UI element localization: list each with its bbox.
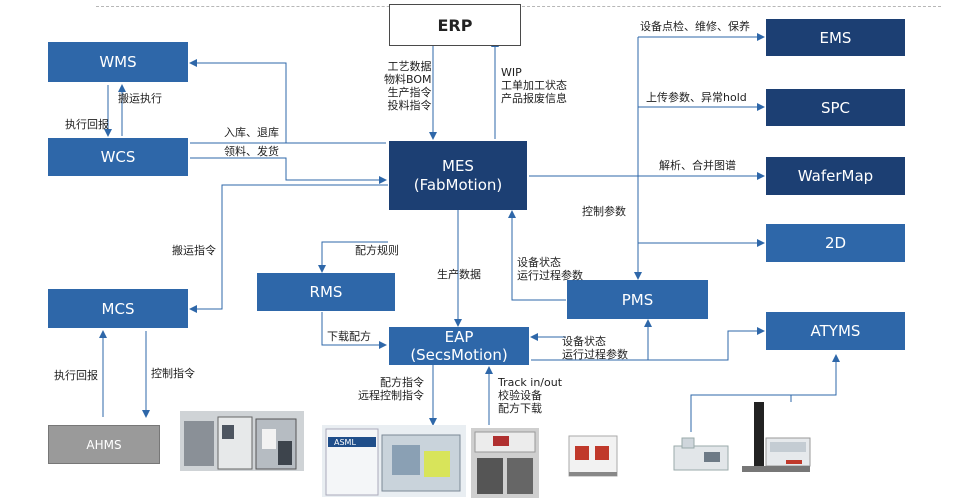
equipment-photo-asml: ASML [322, 425, 466, 497]
label-line: 配方指令 [380, 376, 424, 389]
label-line: 工艺数据 [387, 60, 432, 73]
spc-box: SPC [766, 89, 905, 126]
label-rms-eap: 下载配方 [327, 330, 371, 343]
rms-box: RMS [257, 273, 395, 311]
label-mes-ems: 设备点检、维修、保养 [640, 20, 750, 33]
pms-box: PMS [567, 280, 708, 319]
label-line: 生产指令 [387, 86, 432, 99]
label-line: 设备状态 [517, 256, 561, 269]
ahms-label: AHMS [86, 437, 122, 452]
erp-box: ERP [389, 4, 521, 46]
label-line: Track in/out [498, 376, 563, 389]
equipment-photo-stocker [736, 402, 814, 478]
equipment-photo-handling [180, 411, 304, 471]
equipment-photo-oven [565, 430, 621, 482]
label-line: 物料BOM [384, 73, 432, 86]
mes-sublabel: (FabMotion) [413, 175, 503, 194]
erp-label: ERP [437, 15, 473, 35]
edge-pms-to-mes [508, 210, 566, 301]
mcs-label: MCS [101, 299, 135, 318]
eap-label: EAP [444, 328, 474, 346]
label-line: 工单加工状态 [501, 79, 567, 92]
label-mes-wafermap: 解析、合并图谱 [659, 159, 736, 172]
wms-label: WMS [99, 53, 137, 71]
label-wms-wcs-down: 搬运执行 [118, 92, 162, 105]
label-mcs-ahms-down: 控制指令 [151, 367, 195, 380]
equipment-photo-tester [471, 428, 539, 498]
label-line: 产品报废信息 [501, 92, 567, 105]
label-line: 投料指令 [387, 99, 432, 112]
edge-mes-to-mcs [189, 184, 388, 313]
label-erp-to-mes: 工艺数据 物料BOM 生产指令 投料指令 [384, 60, 432, 112]
label-mes-eap: 生产数据 [437, 268, 481, 281]
edge-rms-to-eap [321, 312, 387, 349]
label-line: 运行过程参数 [562, 348, 628, 361]
label-mes-spc: 上传参数、异常hold [646, 91, 747, 104]
label-eap-pms: 设备状态 运行过程参数 [562, 335, 628, 361]
edge-mes-to-rms [318, 241, 388, 273]
label-equip-up: Track in/out 校验设备 配方下载 [498, 376, 562, 415]
label-line: WIP [501, 66, 522, 79]
2d-box: 2D [766, 224, 905, 262]
label-eap-down: 配方指令 远程控制指令 [358, 376, 424, 402]
eap-box: EAP (SecsMotion) [389, 327, 529, 365]
edge-eap-to-atyms [648, 327, 765, 361]
label-wcs-mes: 领料、发货 [224, 145, 279, 158]
edge-mes-to-wms [189, 59, 386, 144]
mcs-box: MCS [48, 289, 188, 328]
ahms-box: AHMS [48, 425, 160, 464]
wafermap-box: WaferMap [766, 157, 905, 195]
label-mes-rms: 配方规则 [355, 244, 399, 257]
wcs-label: WCS [100, 148, 136, 166]
ems-label: EMS [819, 28, 852, 47]
label-mes-control: 控制参数 [582, 205, 626, 218]
label-line: 远程控制指令 [358, 389, 424, 402]
rms-label: RMS [309, 283, 343, 301]
label-line: 运行过程参数 [517, 269, 583, 282]
edge-equipment-to-atyms [690, 354, 840, 450]
atyms-box: ATYMS [766, 312, 905, 350]
label-ahms-mcs-up: 执行回报 [54, 369, 98, 382]
ems-box: EMS [766, 19, 905, 56]
asml-logo-text: ASML [334, 438, 356, 447]
label-mes-to-erp: WIP 工单加工状态 产品报废信息 [501, 66, 567, 105]
equipment-photo-prober [668, 432, 734, 476]
label-pms-mes: 设备状态 运行过程参数 [517, 256, 583, 282]
spc-label: SPC [820, 98, 851, 117]
label-line: 配方下载 [498, 402, 542, 415]
eap-sublabel: (SecsMotion) [410, 346, 508, 364]
wms-box: WMS [48, 42, 188, 82]
atyms-label: ATYMS [810, 322, 861, 340]
2d-label: 2D [824, 234, 847, 252]
wcs-box: WCS [48, 138, 188, 176]
label-line: 校验设备 [498, 389, 542, 402]
edge-wcs-to-mes [190, 157, 387, 184]
pms-label: PMS [621, 290, 654, 309]
label-mes-mcs: 搬运指令 [172, 244, 216, 257]
wafermap-label: WaferMap [797, 167, 874, 185]
label-line: 设备状态 [562, 335, 606, 348]
mes-box: MES (FabMotion) [389, 141, 527, 210]
label-wms-wcs-up: 执行回报 [65, 118, 109, 131]
label-wms-mes: 入库、退库 [224, 126, 279, 139]
mes-label: MES [442, 156, 474, 175]
